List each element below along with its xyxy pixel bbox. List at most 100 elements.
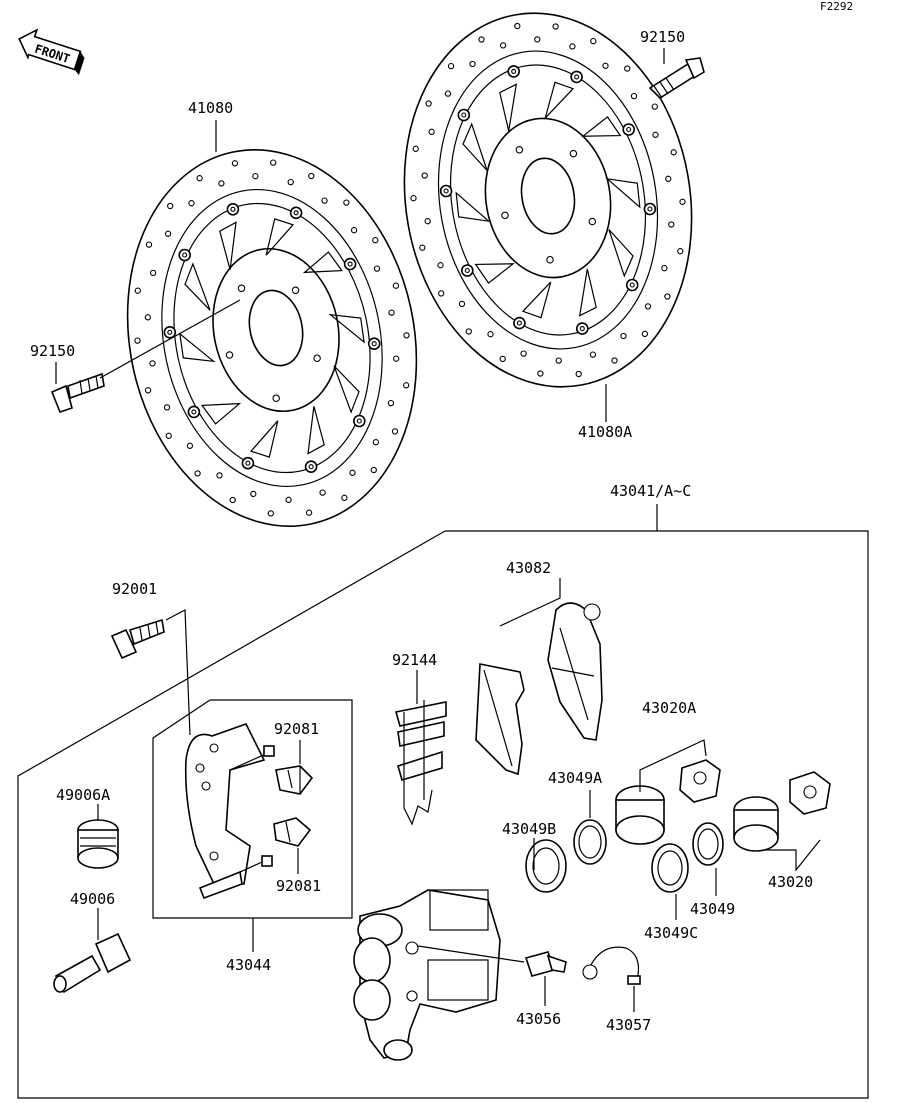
disc-drill-hole	[644, 303, 652, 310]
disc-drill-hole	[641, 330, 649, 338]
disc-hub-bolt-hole	[588, 217, 597, 226]
disc-carrier-spoke	[521, 281, 552, 319]
disc-float-button-center	[191, 409, 197, 415]
disc-hub-bolt-hole	[501, 211, 509, 220]
label-43057: 43057	[606, 1016, 651, 1034]
brake-pad-43082-back[interactable]	[475, 663, 525, 776]
caliper-piston-43020[interactable]	[733, 796, 779, 852]
figure-code: F2292	[820, 0, 853, 13]
disc-hub-bolt-hole	[291, 286, 300, 295]
dust-seal-43049b[interactable]	[525, 839, 567, 893]
disc-drill-hole	[186, 442, 194, 449]
disc-drill-hole	[270, 159, 277, 166]
disc-drill-hole	[349, 469, 356, 476]
disc-bolt-92150-top[interactable]	[648, 57, 705, 100]
disc-drill-hole	[163, 404, 171, 411]
pad-spring-92144[interactable]	[394, 700, 447, 826]
brake-disc-41080[interactable]	[94, 123, 451, 554]
disc-drill-hole	[611, 357, 618, 364]
brake-pad-43082-front[interactable]	[547, 602, 603, 741]
disc-drill-hole	[447, 62, 455, 70]
label-92081-top: 92081	[274, 720, 319, 738]
disc-drill-hole	[393, 355, 400, 362]
disc-drill-hole	[343, 199, 350, 206]
piston-insulator-43020[interactable]	[789, 771, 831, 815]
disc-carrier-spoke	[219, 221, 237, 270]
disc-drill-hole	[537, 370, 544, 377]
label-43049: 43049	[690, 900, 735, 918]
disc-drill-hole	[321, 197, 328, 204]
disc-float-button-center	[629, 282, 635, 288]
disc-drill-hole	[250, 490, 257, 498]
label-49006a: 49006A	[56, 786, 110, 804]
disc-float-button-center	[347, 261, 353, 267]
disc-drill-hole	[520, 350, 527, 357]
slide-pin-49006[interactable]	[53, 932, 132, 994]
pad-spring-clip-92081-top[interactable]	[275, 765, 314, 795]
bracket-subassembly-outline	[152, 699, 353, 952]
disc-drill-hole	[165, 432, 172, 439]
disc-float-button-center	[579, 326, 585, 332]
piston-seal-43049a[interactable]	[573, 819, 607, 865]
disc-carrier-spoke	[265, 218, 295, 256]
disc-drill-hole	[267, 510, 274, 517]
dust-seal-43049c[interactable]	[651, 843, 689, 893]
disc-drill-hole	[428, 128, 435, 135]
disc-carrier-spoke	[302, 251, 344, 274]
disc-drill-hole	[216, 472, 223, 479]
disc-carrier-spoke	[184, 262, 211, 311]
pad-spring-clip-92081-bottom[interactable]	[273, 817, 312, 847]
disc-drill-hole	[164, 230, 172, 237]
caliper-bracket-43044[interactable]	[184, 723, 275, 900]
disc-bolt-92150-left[interactable]	[50, 372, 105, 413]
piston-seal-43049[interactable]	[692, 822, 724, 866]
label-43049b: 43049B	[502, 820, 556, 838]
disc-drill-hole	[499, 355, 506, 363]
disc-drill-hole	[149, 360, 156, 367]
caliper-body[interactable]	[353, 889, 525, 1061]
disc-float-button-center	[308, 464, 314, 470]
disc-float-button-center	[167, 329, 173, 335]
pin-boot-49006a[interactable]	[77, 819, 119, 869]
brake-disc-41080a[interactable]	[376, 0, 721, 410]
disc-drill-hole	[458, 300, 466, 308]
disc-hub-bolt-hole	[225, 351, 234, 359]
disc-drill-hole	[630, 92, 638, 100]
label-41080: 41080	[188, 99, 233, 117]
disc-float-button-center	[574, 74, 580, 80]
leader-43020a	[639, 739, 707, 792]
disc-drill-hole	[425, 100, 432, 107]
disc-drill-hole	[387, 399, 395, 407]
disc-drill-hole	[410, 195, 417, 202]
disc-drill-hole	[392, 282, 400, 289]
label-43020a: 43020A	[642, 699, 696, 717]
disc-drill-hole	[569, 43, 576, 50]
label-92150-left: 92150	[30, 342, 75, 360]
disc-float-button-center	[293, 210, 299, 216]
label-92001: 92001	[112, 580, 157, 598]
disc-float-button-center	[443, 188, 449, 194]
disc-drill-hole	[341, 494, 348, 501]
piston-insulator-43020a[interactable]	[679, 759, 721, 803]
disc-drill-hole	[534, 36, 541, 43]
bleed-valve-43056[interactable]	[524, 951, 567, 977]
caliper-piston-43020a[interactable]	[615, 785, 665, 845]
disc-carrier-spoke	[200, 402, 242, 425]
disc-carrier-spoke	[544, 81, 575, 119]
caliper-bolt-92001[interactable]	[110, 618, 165, 660]
disc-drill-hole	[144, 314, 151, 321]
disc-carrier-spoke	[333, 365, 360, 414]
disc-drill-hole	[444, 90, 452, 97]
disc-float-button-center	[371, 341, 377, 347]
disc-carrier-spoke	[462, 122, 488, 171]
label-43020: 43020	[768, 873, 813, 891]
front-arrow-icon: FRONT	[18, 28, 85, 76]
bleed-valve-cap-43057[interactable]	[582, 946, 641, 985]
label-92144: 92144	[392, 651, 437, 669]
label-43049a: 43049A	[548, 769, 602, 787]
disc-drill-hole	[620, 332, 627, 340]
label-41080a: 41080A	[578, 423, 632, 441]
label-43082: 43082	[506, 559, 551, 577]
label-43044: 43044	[226, 956, 271, 974]
